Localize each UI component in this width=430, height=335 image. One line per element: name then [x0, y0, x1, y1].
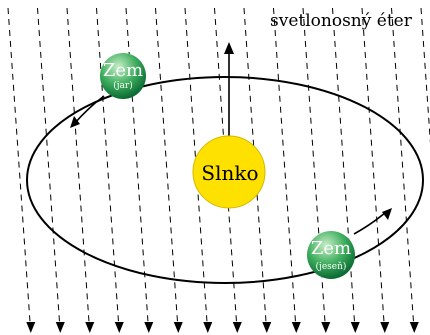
ether-wind-arrowhead [232, 322, 242, 333]
earth-spring [100, 53, 146, 99]
ether-wind-arrowhead [291, 322, 301, 333]
ether-wind-lines [7, 7, 430, 333]
earth-orbit [26, 76, 424, 284]
ether-wind-arrowhead [173, 322, 183, 333]
sun-label: Slnko [201, 161, 259, 185]
ether-wind-line [7, 7, 31, 323]
autumn-motion-arrowhead [382, 208, 392, 220]
ether-wind-arrowhead [114, 322, 124, 333]
ether-wind-line [66, 7, 90, 323]
ether-wind-line [155, 7, 178, 323]
earth-spring-label: Zem [102, 60, 144, 81]
ether-wind-line [361, 7, 385, 323]
ether-wind-arrowhead [26, 322, 36, 333]
ether-wind-arrowhead [55, 322, 65, 333]
spring-motion-arrowhead [70, 116, 80, 128]
earth-spring-season-label: (jar) [113, 81, 133, 91]
autumn-motion-arrow [353, 211, 387, 235]
ether-wind-arrowhead [85, 322, 95, 333]
ether-wind-arrowhead [203, 322, 213, 333]
ether-wind-line [96, 7, 119, 323]
ether-wind-arrowhead [262, 322, 272, 333]
ether-label: svetlonosný éter [270, 11, 412, 31]
ether-wind-line [37, 7, 60, 323]
sun [192, 135, 266, 209]
ether-wind-arrowhead [350, 322, 360, 333]
ether-wind-arrowhead [144, 322, 154, 333]
ether-wind-line [125, 7, 149, 323]
ether-wind-line [391, 7, 414, 323]
ether-wind-arrowhead [409, 322, 419, 333]
sun-motion-arrowhead [224, 42, 234, 54]
earth-autumn [307, 231, 355, 279]
ether-wind-line [302, 7, 326, 323]
ether-wind-arrowhead [321, 322, 331, 333]
earth-autumn-label: Zem [310, 238, 352, 259]
ether-wind-arrowhead [380, 322, 390, 333]
ether-wind-line [332, 7, 355, 323]
ether-wind-line [273, 7, 296, 323]
ether-wind-line [420, 7, 430, 144]
earth-autumn-season-label: (jeseň) [315, 262, 347, 272]
